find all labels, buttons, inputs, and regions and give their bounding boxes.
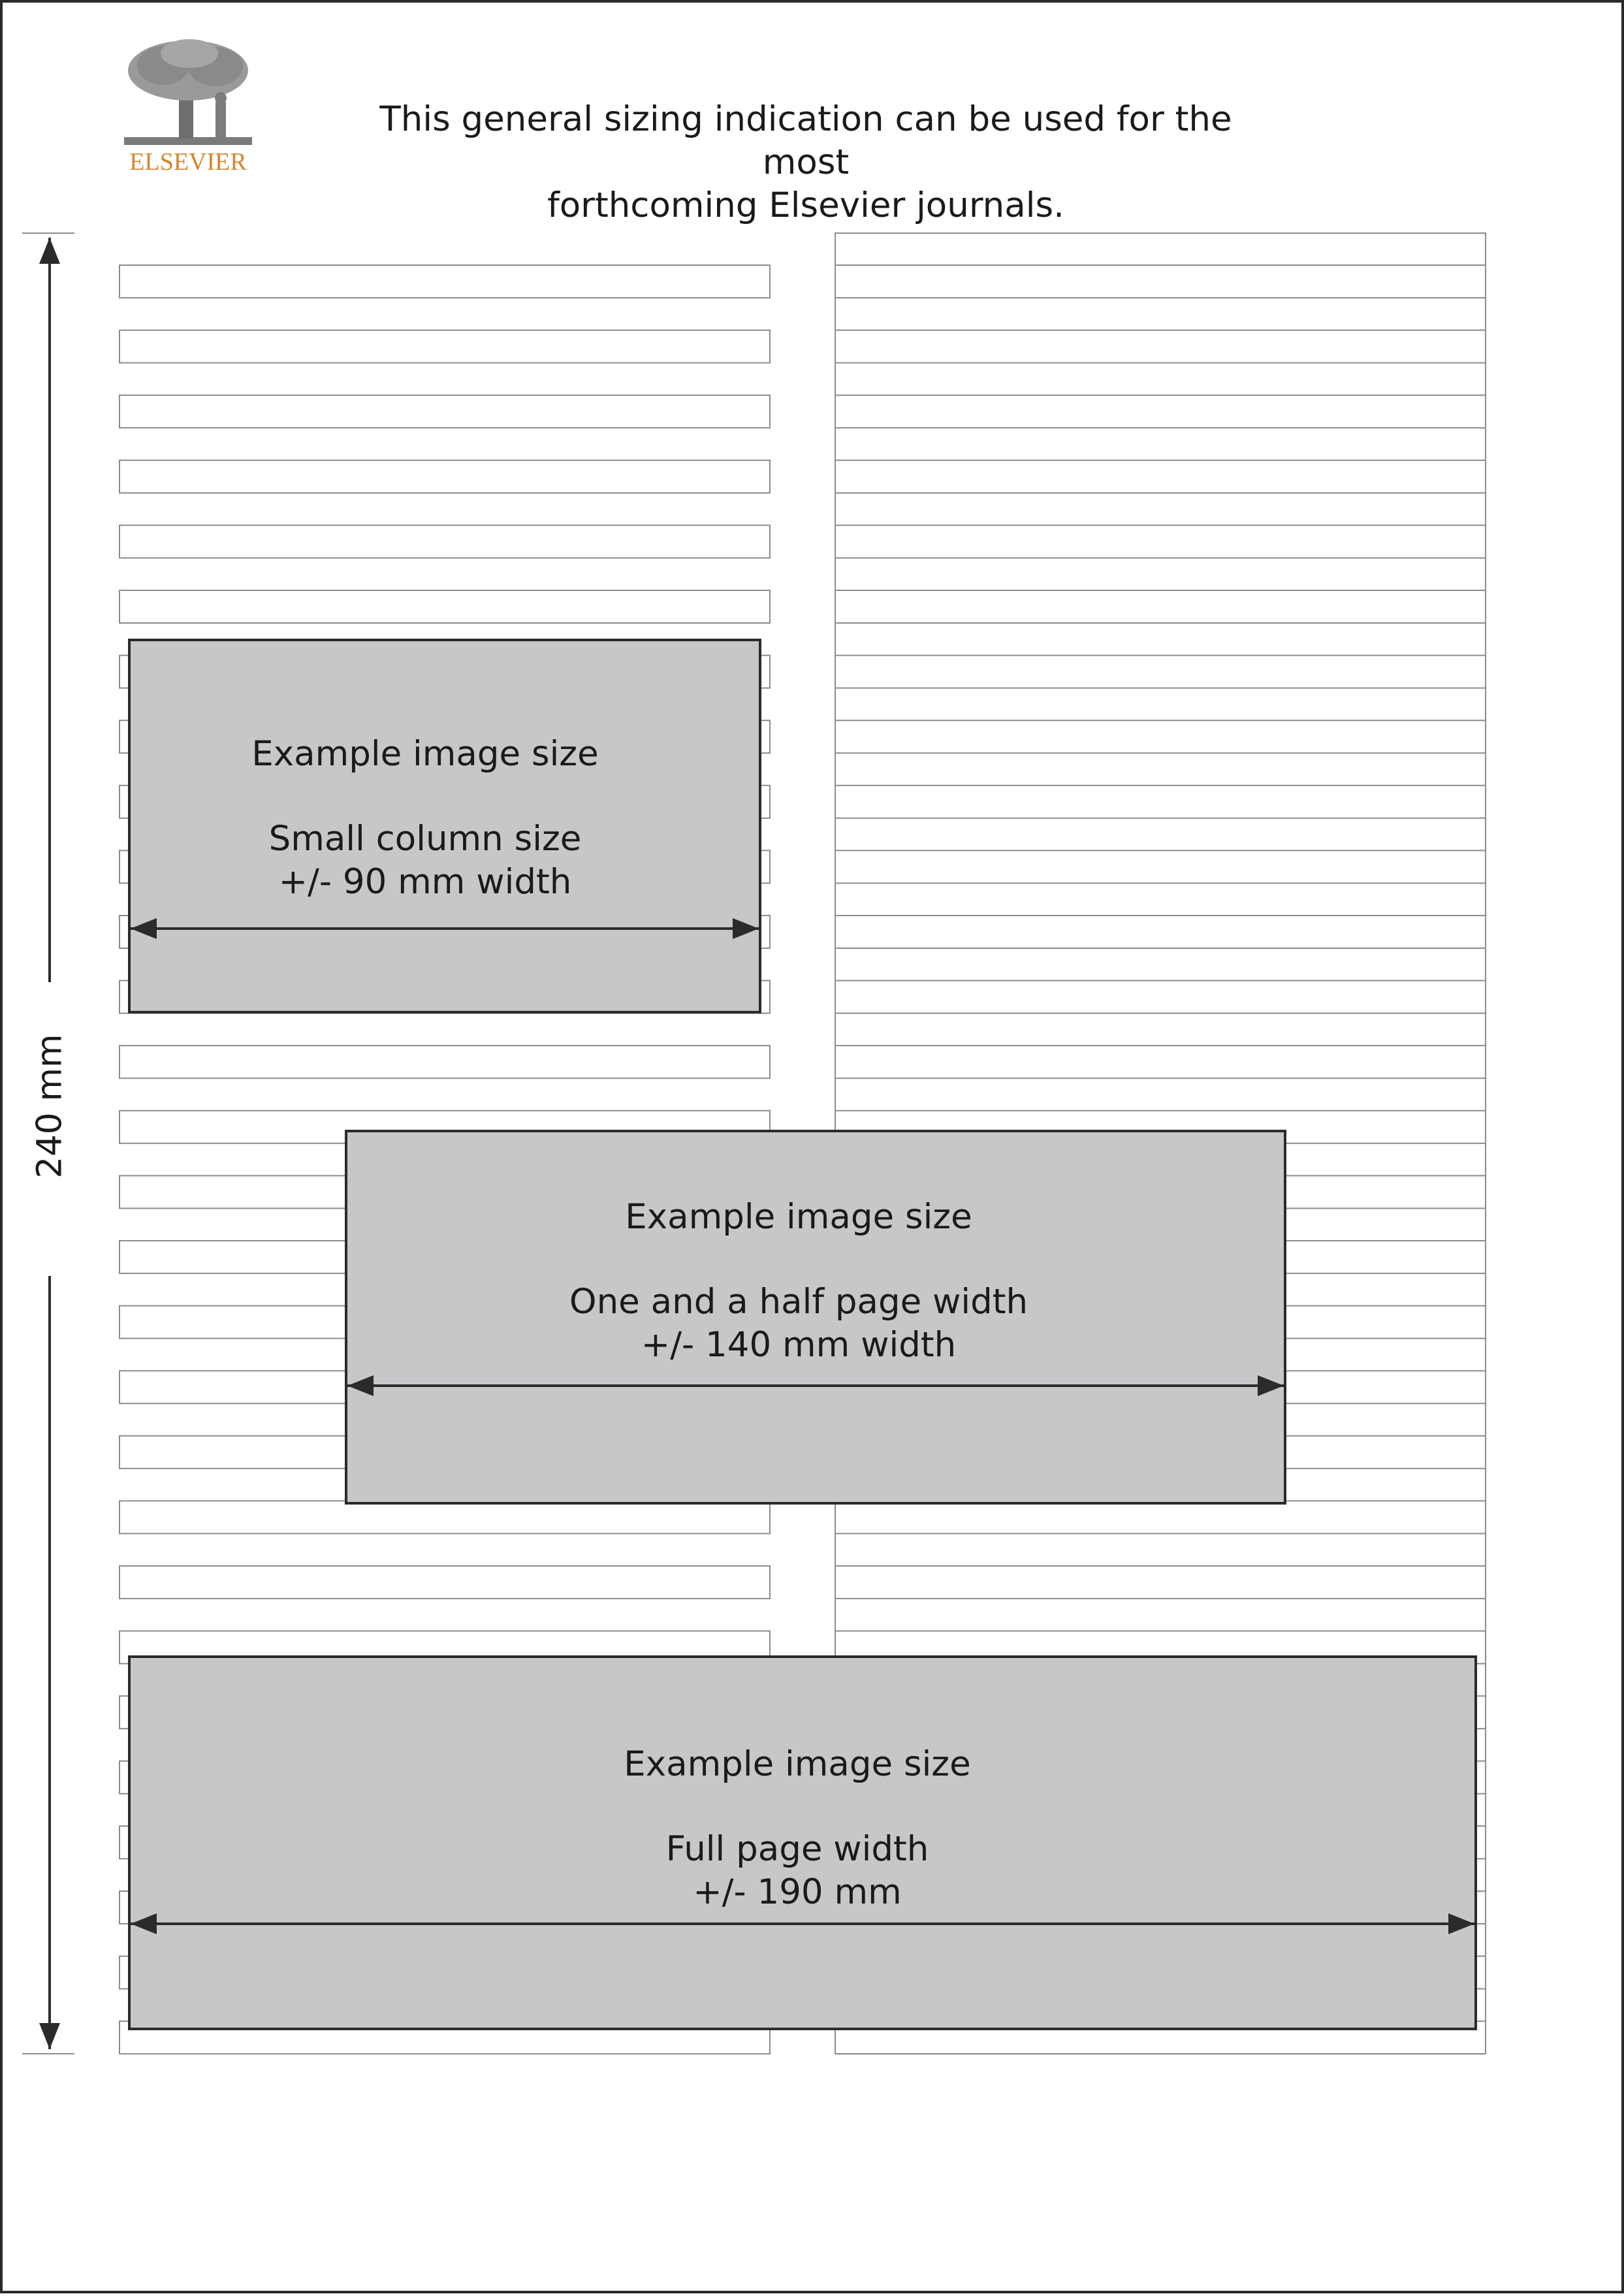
example-one-and-half-label: Example image size One and a half page w… [346,1196,1251,1367]
right-text-line [835,459,1486,494]
example-heading: Example image size [624,1744,971,1784]
tree-icon [124,39,252,145]
page-header: This general sizing indication can be us… [355,98,1256,227]
right-text-line [835,524,1486,559]
example-image-boxes [128,639,1477,2030]
right-text-line [835,654,1486,689]
right-text-line [835,590,1486,624]
right-text-line [835,329,1486,364]
right-text-line [835,264,1486,298]
example-size-name: Small column size [268,819,582,859]
right-text-line [835,980,1486,1014]
example-size-width: +/- 90 mm width [278,862,572,902]
example-small-column-label: Example image size Small column size +/-… [129,733,721,904]
example-size-width: +/- 140 mm width [641,1325,957,1365]
logo-wordmark: ELSEVIER [129,148,247,176]
left-text-line [119,1500,771,1535]
example-heading: Example image size [625,1197,972,1237]
elsevier-logo: ELSEVIER [124,39,252,179]
right-text-line [835,1500,1486,1535]
right-text-line [835,784,1486,819]
left-text-line [119,1565,771,1599]
left-text-line [119,394,771,429]
example-full-page-label: Example image size Full page width +/- 1… [129,1743,1465,1914]
one-and-half-page-box [345,1130,1286,1505]
full-page-box [128,1655,1477,2030]
example-size-width: +/- 190 mm [693,1872,902,1912]
height-dimension-arrow [22,232,74,2054]
right-text-line [835,720,1486,754]
header-line-1: This general sizing indication can be us… [379,99,1232,182]
right-text-line [835,394,1486,429]
right-text-line [835,1565,1486,1599]
example-size-name: One and a half page width [569,1282,1028,1322]
left-text-line [119,329,771,364]
layout-diagram [22,232,1486,2055]
height-dimension-label: 240 mm [29,1034,70,1179]
small-column-box [128,639,761,1013]
right-text-line [835,850,1486,884]
example-size-name: Full page width [665,1829,929,1869]
left-text-line [119,264,771,298]
left-text-line [119,1045,771,1079]
left-text-line [119,459,771,494]
example-heading: Example image size [251,734,599,774]
right-text-line [835,915,1486,949]
left-text-line [119,524,771,559]
right-text-line [835,1045,1486,1079]
left-text-line [119,590,771,624]
header-line-2: forthcoming Elsevier journals. [547,185,1064,225]
